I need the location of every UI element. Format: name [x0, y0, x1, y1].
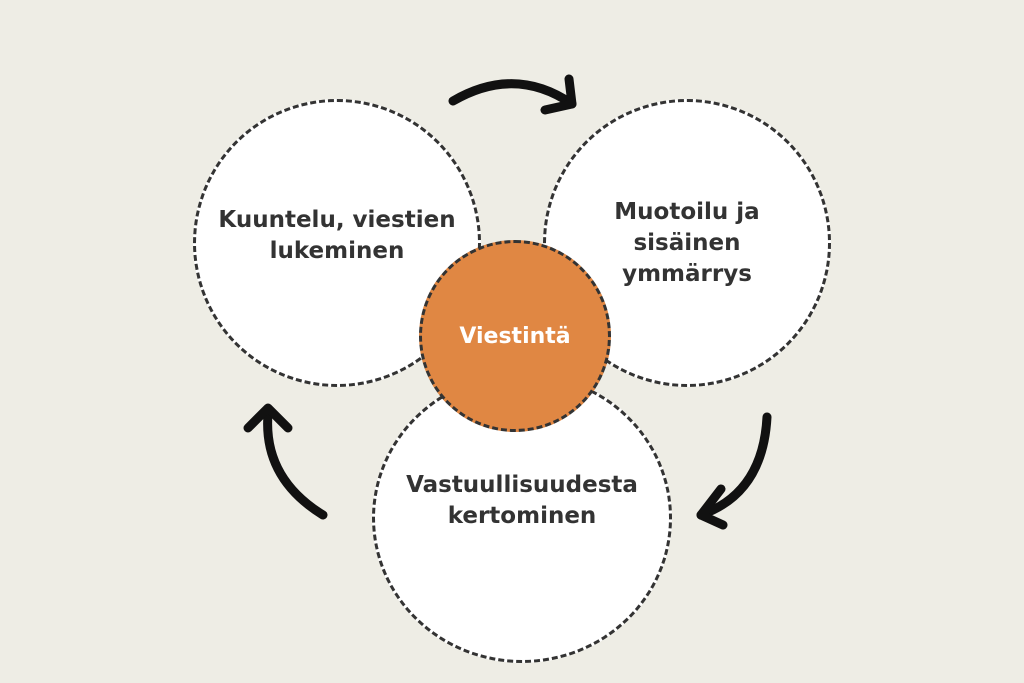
node-center-label: Viestintä — [459, 323, 571, 349]
node-reporting-label: Vastuullisuudesta kertominen — [406, 472, 638, 529]
node-center: Viestintä — [419, 240, 611, 432]
arrow-top-head-icon — [540, 74, 577, 115]
arrow-right-icon — [696, 412, 772, 520]
node-design-label: Muotoilu ja sisäinen ymmärrys — [614, 198, 760, 287]
arrow-right-head-icon — [696, 484, 728, 530]
node-listening-label: Kuuntelu, viestien lukeminen — [218, 206, 456, 264]
arrow-left-icon — [263, 409, 328, 520]
arrow-left-head-icon — [243, 403, 293, 433]
arrow-top-icon — [448, 79, 577, 109]
node-design: Muotoilu ja sisäinen ymmärrys — [543, 99, 831, 387]
